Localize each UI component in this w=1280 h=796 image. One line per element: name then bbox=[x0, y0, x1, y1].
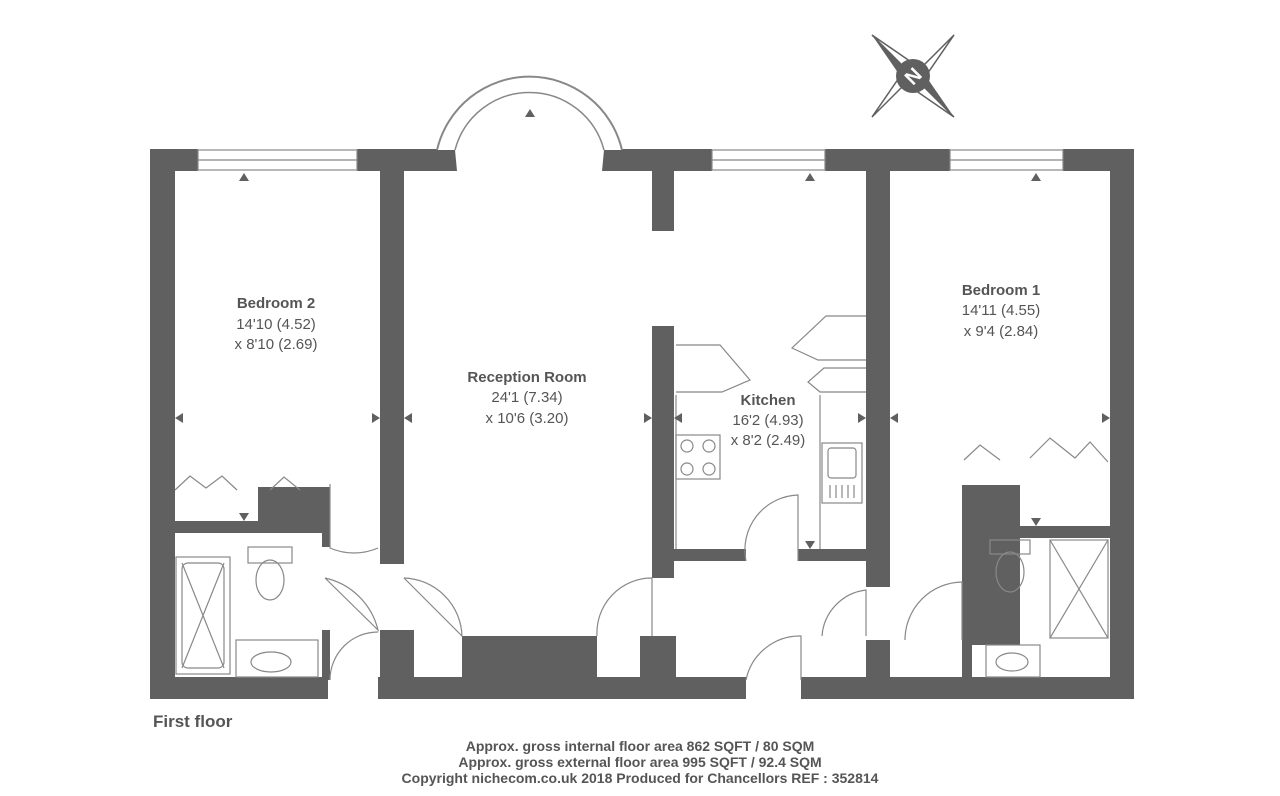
doors bbox=[324, 484, 963, 681]
fixtures bbox=[174, 315, 1109, 678]
footer: Approx. gross internal floor area 862 SQ… bbox=[0, 738, 1280, 786]
dimension-arrows bbox=[175, 109, 1110, 675]
wall-right bbox=[1110, 149, 1134, 699]
walls bbox=[150, 149, 1134, 699]
room-labels: Bedroom 2 14'10 (4.52) x 8'10 (2.69) Rec… bbox=[235, 282, 1041, 449]
room-dim-kitchen: 16'2 (4.93) bbox=[732, 412, 803, 429]
room-dim-reception: x 10'6 (3.20) bbox=[486, 410, 569, 427]
wall-hall-bottom bbox=[569, 636, 597, 680]
bath bbox=[175, 556, 231, 675]
windows bbox=[197, 149, 1064, 171]
room-name-bedroom-1: Bedroom 1 bbox=[962, 282, 1040, 299]
wall-ensuite-bottom bbox=[866, 640, 890, 680]
room-dim-kitchen: x 8'2 (2.49) bbox=[731, 432, 806, 449]
wall-bottom bbox=[378, 677, 746, 699]
wall-hall-bottom bbox=[640, 636, 676, 680]
internal-area-text: Approx. gross internal floor area 862 SQ… bbox=[465, 738, 815, 754]
wall-bedroom2-reception bbox=[380, 171, 404, 564]
compass: N bbox=[871, 34, 955, 118]
wall-kitchen-right bbox=[866, 171, 890, 587]
basin bbox=[985, 644, 1041, 678]
wall-kitchen-bottom bbox=[798, 549, 868, 561]
wall-ensuite-bottom bbox=[962, 640, 972, 680]
room-dim-reception: 24'1 (7.34) bbox=[491, 389, 562, 406]
wall-hall bbox=[322, 630, 330, 680]
room-name-kitchen: Kitchen bbox=[740, 392, 795, 409]
wall-ensuite bbox=[962, 485, 1020, 645]
wall-left bbox=[150, 149, 175, 699]
wall-wardrobe bbox=[258, 487, 324, 533]
wall-stub bbox=[652, 171, 674, 231]
room-dim-bedroom-2: x 8'10 (2.69) bbox=[235, 336, 318, 353]
wall-hall-bottom bbox=[462, 636, 569, 680]
shower bbox=[1049, 539, 1109, 639]
room-dim-bedroom-2: 14'10 (4.52) bbox=[236, 316, 316, 333]
wall-top bbox=[357, 149, 437, 171]
room-dim-bedroom-1: 14'11 (4.55) bbox=[962, 302, 1040, 319]
external-area-text: Approx. gross external floor area 995 SQ… bbox=[458, 754, 822, 770]
wall-kitchen-bottom bbox=[674, 549, 746, 561]
room-name-bedroom-2: Bedroom 2 bbox=[237, 295, 315, 312]
copyright-text: Copyright nichecom.co.uk 2018 Produced f… bbox=[401, 770, 879, 786]
wall-hall-bottom bbox=[380, 630, 414, 680]
north-compass-icon bbox=[871, 34, 955, 118]
toilet bbox=[989, 539, 1031, 555]
floor-label: First floor bbox=[153, 712, 233, 731]
wall-top bbox=[622, 149, 712, 171]
toilet bbox=[247, 546, 293, 564]
wall-ensuite-top bbox=[1020, 526, 1110, 538]
room-dim-bedroom-1: x 9'4 (2.84) bbox=[964, 323, 1039, 340]
wall-bottom bbox=[150, 677, 328, 699]
wall-bath bbox=[322, 487, 330, 547]
basin bbox=[235, 639, 319, 678]
bay-window bbox=[436, 75, 623, 171]
room-name-reception: Reception Room bbox=[467, 369, 586, 386]
wall-top bbox=[825, 149, 950, 171]
wall-kitchen-left bbox=[652, 326, 674, 578]
sink bbox=[821, 442, 863, 504]
wall-bottom bbox=[801, 677, 1134, 699]
